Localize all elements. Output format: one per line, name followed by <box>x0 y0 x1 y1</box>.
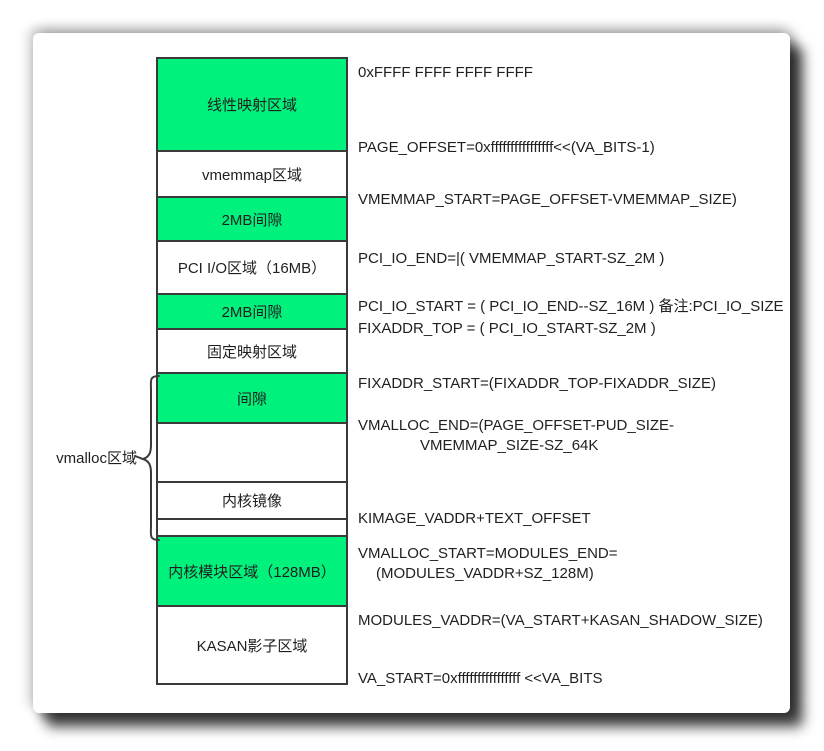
region-2mb-gap-upper: 2MB间隙 <box>156 196 348 242</box>
annotation-pci-io-end: PCI_IO_END=|( VMEMMAP_START-SZ_2M ) <box>358 250 665 267</box>
annotation-top-address: 0xFFFF FFFF FFFF FFFF <box>358 64 533 81</box>
annotation-pci-io-start: PCI_IO_START = ( PCI_IO_END--SZ_16M ) 备注… <box>358 298 784 315</box>
annotation-vmalloc-end-line1: VMALLOC_END=(PAGE_OFFSET-PUD_SIZE- <box>358 417 675 434</box>
vmalloc-bracket-label: vmalloc区域 <box>56 450 137 467</box>
annotation-kimage-vaddr: KIMAGE_VADDR+TEXT_OFFSET <box>358 510 591 527</box>
annotation-fixaddr-top: FIXADDR_TOP = ( PCI_IO_START-SZ_2M ) <box>358 320 656 337</box>
annotation-page-offset: PAGE_OFFSET=0xffffffffffffffff<<(VA_BITS… <box>358 139 655 156</box>
annotation-vmalloc-end-line2: VMEMMAP_SIZE-SZ_64K <box>420 437 599 454</box>
annotation-va-start: VA_START=0xffffffffffffffff <<VA_BITS <box>358 670 603 687</box>
annotation-vmemmap-start: VMEMMAP_START=PAGE_OFFSET-VMEMMAP_SIZE) <box>358 191 737 208</box>
region-kasan-shadow: KASAN影子区域 <box>156 605 348 685</box>
region-vmalloc-space <box>156 422 348 483</box>
annotation-fixaddr-start: FIXADDR_START=(FIXADDR_TOP-FIXADDR_SIZE) <box>358 375 716 392</box>
curly-brace <box>134 375 160 541</box>
memory-layout-diagram: 线性映射区域 vmemmap区域 2MB间隙 PCI I/O区域（16MB） 2… <box>33 33 790 713</box>
region-kernel-modules: 内核模块区域（128MB） <box>156 535 348 607</box>
annotation-modules-vaddr: MODULES_VADDR=(VA_START+KASAN_SHADOW_SIZ… <box>358 612 763 629</box>
region-pci-io: PCI I/O区域（16MB） <box>156 240 348 295</box>
region-vmemmap: vmemmap区域 <box>156 150 348 198</box>
region-gap: 间隙 <box>156 372 348 424</box>
region-kernel-image: 内核镜像 <box>156 481 348 520</box>
annotation-vmalloc-start-line1: VMALLOC_START=MODULES_END= <box>358 545 618 562</box>
region-fixed-mapping: 固定映射区域 <box>156 328 348 374</box>
region-2mb-gap-lower: 2MB间隙 <box>156 293 348 330</box>
region-linear-mapping: 线性映射区域 <box>156 57 348 152</box>
memory-region-column: 线性映射区域 vmemmap区域 2MB间隙 PCI I/O区域（16MB） 2… <box>156 57 348 685</box>
annotation-vmalloc-start-line2: (MODULES_VADDR+SZ_128M) <box>376 565 594 582</box>
